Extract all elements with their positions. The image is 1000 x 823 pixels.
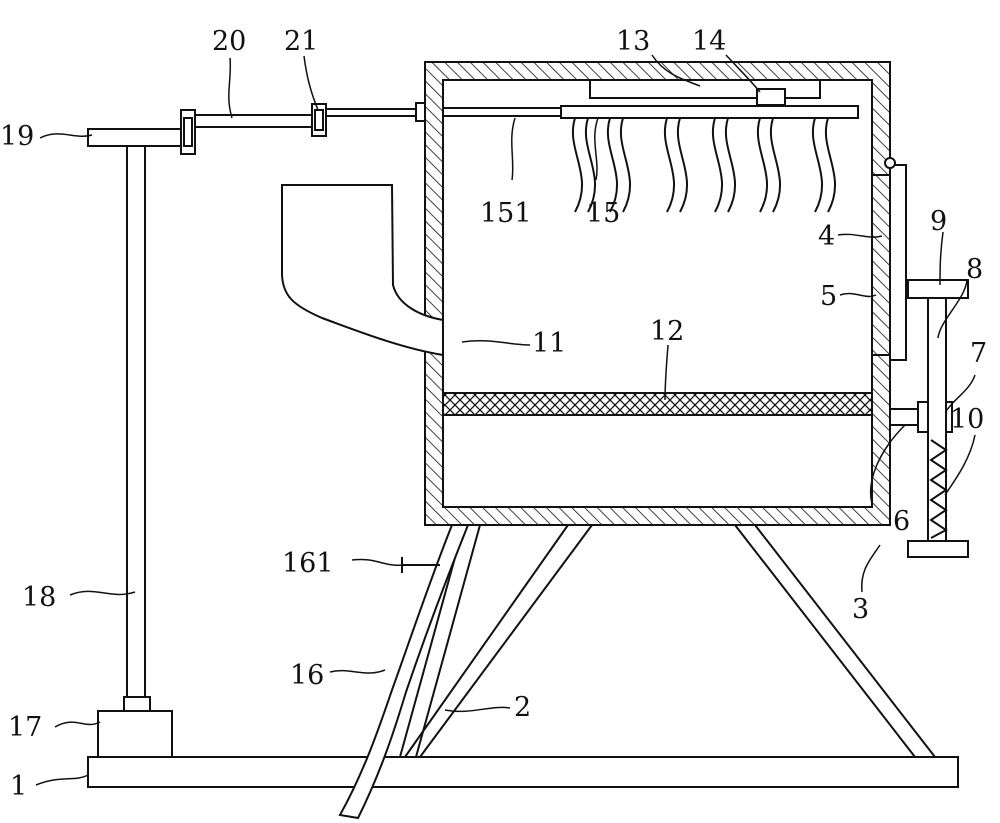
label-8: 8	[966, 254, 983, 285]
door-hinge	[884, 157, 896, 169]
label-10: 10	[950, 404, 984, 435]
label-18: 18	[22, 582, 56, 613]
motor-coupling	[123, 696, 151, 712]
label-19: 19	[0, 121, 34, 152]
label-5: 5	[820, 281, 837, 312]
label-16: 16	[290, 660, 324, 691]
vertical-column	[126, 142, 146, 698]
feed-hopper	[281, 184, 444, 357]
bottom-foot	[907, 540, 969, 558]
inner-shaft	[442, 107, 562, 117]
label-17: 17	[8, 712, 42, 743]
leader-lines	[35, 54, 976, 786]
guide-rod	[927, 297, 947, 544]
label-15: 15	[586, 198, 620, 229]
top-cap	[907, 279, 969, 299]
label-12: 12	[650, 316, 684, 347]
door-seal	[871, 174, 891, 356]
label-151: 151	[480, 198, 532, 229]
rod-coupling-left	[180, 109, 196, 155]
top-bar	[87, 128, 194, 147]
label-14: 14	[692, 26, 726, 57]
support-frame	[399, 524, 936, 758]
label-11: 11	[532, 328, 566, 359]
label-3: 3	[852, 594, 869, 625]
rod-coupling-right	[311, 103, 327, 137]
discharge-hose	[338, 524, 470, 820]
label-161: 161	[282, 548, 334, 579]
lever-pin	[889, 408, 919, 426]
label-2: 2	[514, 692, 531, 723]
brush-tufts	[571, 117, 837, 213]
label-13: 13	[616, 26, 650, 57]
filter-screen	[442, 392, 873, 416]
label-20: 20	[212, 26, 246, 57]
label-1: 1	[10, 771, 27, 802]
return-spring	[929, 439, 948, 539]
base-plate	[87, 756, 959, 788]
motor-block	[97, 710, 173, 758]
label-9: 9	[930, 206, 947, 237]
brush-rod	[560, 105, 859, 119]
side-door	[889, 164, 907, 361]
label-21: 21	[284, 26, 318, 57]
label-6: 6	[893, 506, 910, 537]
label-7: 7	[970, 338, 987, 369]
rail-slider	[756, 88, 786, 106]
connecting-rod	[189, 114, 321, 128]
label-4: 4	[818, 221, 835, 252]
